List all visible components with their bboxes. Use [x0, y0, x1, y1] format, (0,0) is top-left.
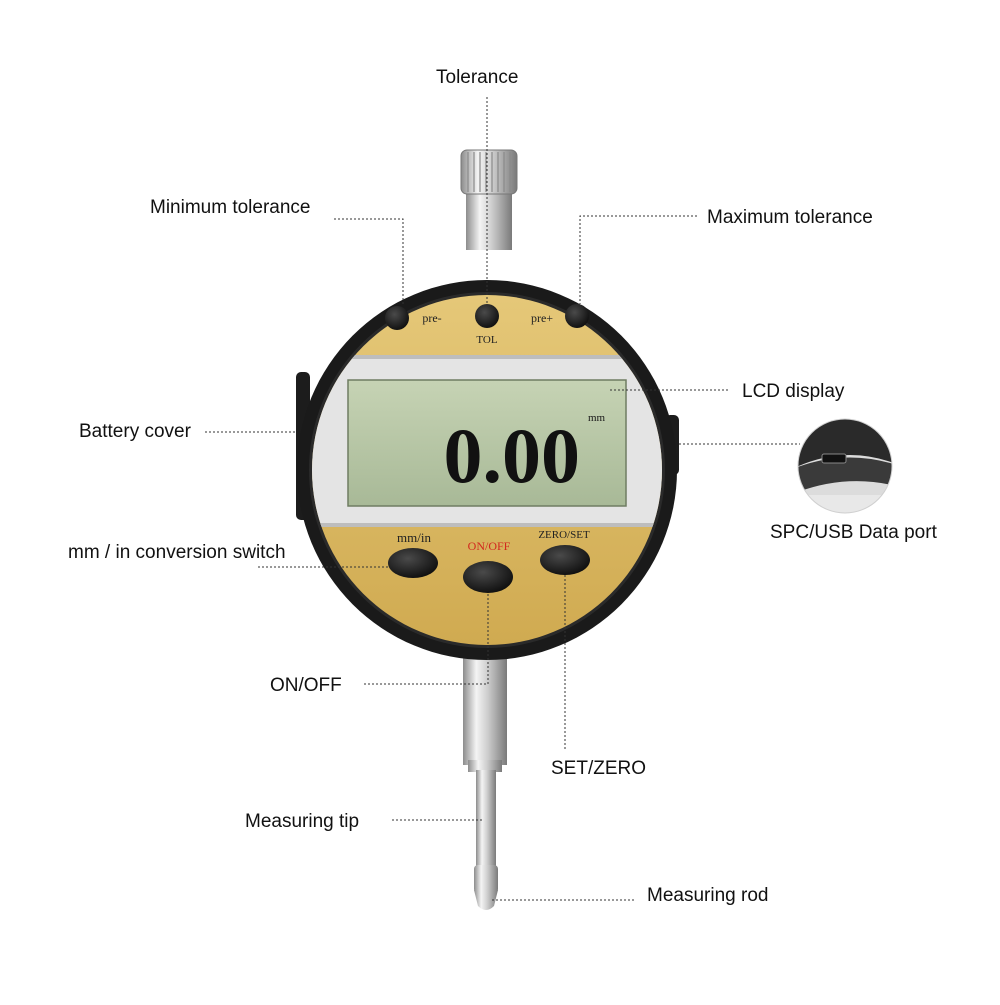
minimum-tolerance-label: Minimum tolerance [150, 197, 311, 218]
on-off-label: ON/OFF [468, 539, 511, 553]
on-off-button[interactable] [463, 561, 513, 593]
measuring-tip-label: Measuring tip [245, 811, 360, 832]
measuring-rod-label: Measuring rod [647, 885, 769, 906]
mm-in-label: mm/in [397, 530, 431, 545]
tol-button[interactable] [475, 304, 499, 328]
set-zero-label: SET/ZERO [551, 758, 647, 779]
tolerance-label: Tolerance [436, 67, 519, 88]
lcd-unit: mm [588, 412, 606, 424]
data-port-label: SPC/USB Data port [770, 522, 937, 543]
top-cap [460, 149, 518, 250]
leader-lines [205, 97, 800, 901]
tol-label: TOL [476, 334, 497, 346]
maximum-tolerance-label: Maximum tolerance [707, 207, 873, 228]
pre-minus-label: pre- [422, 311, 441, 325]
mm-in-button[interactable] [388, 548, 438, 578]
pre-minus-button[interactable] [385, 306, 409, 330]
zero-set-button[interactable] [540, 545, 590, 575]
lcd-reading: 0.00 [444, 412, 581, 499]
on-off-callout: ON/OFF [270, 675, 342, 696]
zero-set-label: ZERO/SET [538, 529, 590, 541]
lcd-screen [347, 379, 627, 507]
pre-plus-label: pre+ [531, 311, 553, 325]
battery-cover-label: Battery cover [79, 421, 191, 442]
data-port-inset [797, 418, 893, 514]
pre-plus-button[interactable] [565, 304, 589, 328]
usb-port-icon [821, 453, 847, 464]
lcd-display-label: LCD display [742, 381, 845, 402]
unit-switch-label: mm / in conversion switch [68, 542, 286, 563]
